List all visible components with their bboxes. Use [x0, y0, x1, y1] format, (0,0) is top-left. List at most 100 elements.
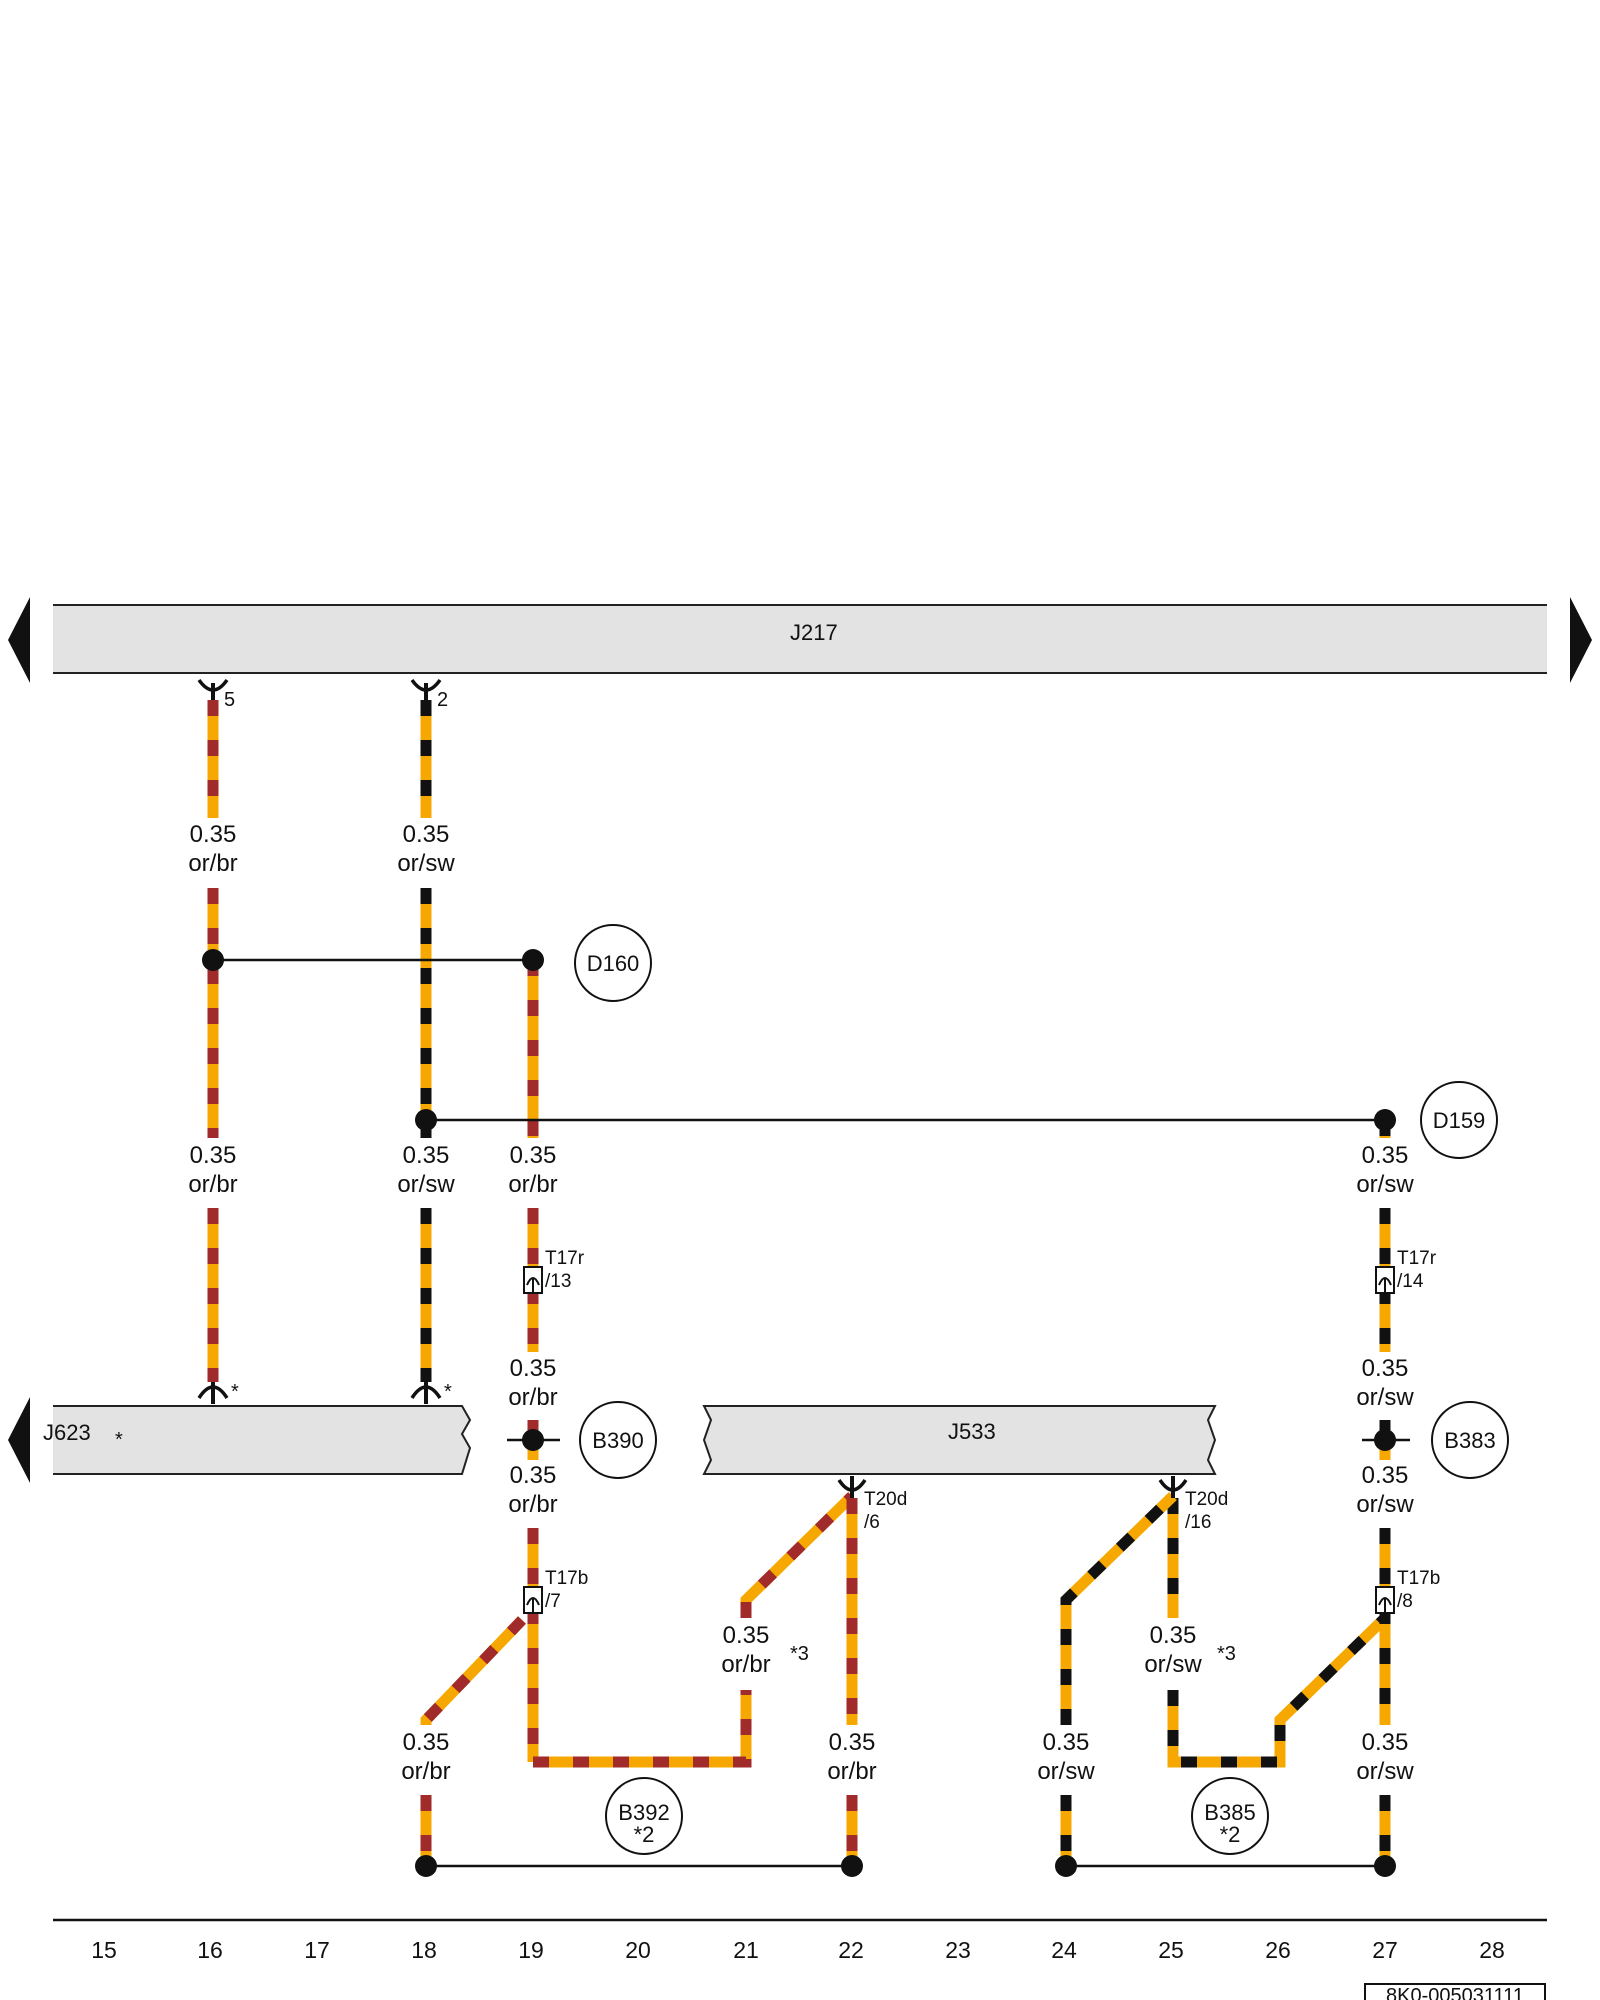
junction-b385-label: B385: [1204, 1800, 1255, 1825]
axis-tick-label: 21: [733, 1937, 759, 1963]
connector-t17r-14: [1375, 1266, 1395, 1294]
module-j623-star: *: [115, 1429, 123, 1451]
wire-color: or/sw: [1356, 1758, 1414, 1785]
t17r-14-bottom: /14: [1397, 1271, 1424, 1292]
t17b-8-top: T17b: [1397, 1568, 1440, 1589]
wire-color: or/sw: [397, 850, 455, 877]
axis-tick-label: 17: [304, 1937, 330, 1963]
wire-segment-stripe: [420, 1616, 526, 1725]
t17r-14-top: T17r: [1397, 1248, 1437, 1269]
wire-size: 0.35: [723, 1622, 770, 1649]
module-j533-label: J533: [948, 1419, 996, 1444]
junction-b390-label: B390: [592, 1428, 643, 1453]
junction-d159: D159: [1420, 1081, 1498, 1159]
connector-t17b-7: [523, 1586, 543, 1614]
document-number-box: 8K0-005031111: [1364, 1983, 1546, 2000]
page-prev-arrow[interactable]: [8, 597, 30, 683]
page-next-arrow[interactable]: [1570, 597, 1592, 683]
junction-d159-label: D159: [1433, 1108, 1486, 1133]
junction-b385: B385 *2: [1191, 1777, 1269, 1855]
wire-size: 0.35: [1043, 1729, 1090, 1756]
wire-color: or/sw: [1356, 1491, 1414, 1518]
wire-size: 0.35: [829, 1729, 876, 1756]
wire-size: 0.35: [1362, 1355, 1409, 1382]
wire-color: or/sw: [1356, 1171, 1414, 1198]
wire-color: or/br: [188, 1171, 237, 1198]
document-number: 8K0-005031111: [1386, 1985, 1524, 2000]
axis-tick-label: 24: [1051, 1937, 1077, 1963]
wire-segment-stripe: [1167, 1614, 1389, 1768]
pin-labels: 5 2 * * T20d /6 T20d /16: [224, 689, 1228, 1533]
t17b-7-bottom: /7: [545, 1591, 561, 1612]
junction-d160: D160: [574, 924, 652, 1002]
wire-labels: 0.35 or/br 0.35 or/sw 0.35 or/br 0.35 or…: [188, 821, 1414, 1785]
wire-size: 0.35: [190, 1142, 237, 1169]
junction-d160-label: D160: [587, 951, 640, 976]
j623-pin-star-a: *: [231, 1381, 239, 1403]
wire-note: *3: [1217, 1643, 1236, 1665]
t17r-13-bottom: /13: [545, 1271, 571, 1292]
wire-segment-stripe: [1060, 1492, 1177, 1725]
junction-b390: B390: [579, 1401, 657, 1479]
axis-tick-label: 25: [1158, 1937, 1184, 1963]
axis-tick-label: 18: [411, 1937, 437, 1963]
junction-b385-note: *2: [1220, 1822, 1241, 1847]
splice-lines: [213, 958, 1410, 1868]
wire-size: 0.35: [190, 821, 237, 848]
wire-size: 0.35: [1150, 1622, 1197, 1649]
wire-color: or/sw: [1356, 1384, 1414, 1411]
axis-tick-label: 22: [838, 1937, 864, 1963]
junction-b383: B383: [1431, 1401, 1509, 1479]
wire-color: or/sw: [1037, 1758, 1095, 1785]
wire-size: 0.35: [510, 1462, 557, 1489]
module-j533: J533: [702, 1405, 1217, 1475]
wire-color: or/br: [188, 850, 237, 877]
wire-color: or/br: [721, 1651, 770, 1678]
module-j623-label: J623: [43, 1420, 91, 1445]
t17r-13-top: T17r: [545, 1248, 585, 1269]
module-j217: J217: [53, 604, 1547, 674]
footer-axis: 15 16 17 18 19 20 21 22 23 24 25 26 27 28: [91, 1937, 1505, 1963]
wire-size: 0.35: [1362, 1729, 1409, 1756]
axis-tick-label: 20: [625, 1937, 651, 1963]
wire-color: or/sw: [397, 1171, 455, 1198]
axis-tick-label: 23: [945, 1937, 971, 1963]
wire-size: 0.35: [510, 1142, 557, 1169]
wire-size: 0.35: [403, 1142, 450, 1169]
axis-tick-label: 15: [91, 1937, 117, 1963]
axis-tick-label: 28: [1479, 1937, 1505, 1963]
wire-note: *3: [790, 1643, 809, 1665]
module-j623: J623 *: [43, 1405, 472, 1475]
wire-size: 0.35: [1362, 1142, 1409, 1169]
module-j217-label: J217: [790, 620, 838, 645]
j623-pin-star-b: *: [444, 1381, 452, 1403]
wire-segment-base: [1060, 1492, 1177, 1725]
wire-color: or/br: [401, 1758, 450, 1785]
axis-tick-label: 26: [1265, 1937, 1291, 1963]
wire-color: or/br: [508, 1171, 557, 1198]
wire-color: or/br: [827, 1758, 876, 1785]
junction-b392-note: *2: [634, 1822, 655, 1847]
connector-labels: T17r /13 T17r /14 T17b /7 T17b /8: [545, 1248, 1440, 1612]
splice-dots: [202, 949, 1396, 1877]
j217-pin-2: 2: [437, 689, 448, 711]
wire-size: 0.35: [1362, 1462, 1409, 1489]
axis-tick-label: 19: [518, 1937, 544, 1963]
pin-t20d-6-top: T20d: [864, 1489, 907, 1510]
wire-layer: [207, 700, 1391, 1866]
j623-prev-arrow[interactable]: [8, 1397, 30, 1483]
wire-segment-stripe: [533, 1690, 752, 1768]
wire-segment-base: [740, 1492, 856, 1618]
wire-color: or/br: [508, 1384, 557, 1411]
axis-tick-label: 27: [1372, 1937, 1398, 1963]
t17b-7-top: T17b: [545, 1568, 588, 1589]
junction-b383-label: B383: [1444, 1428, 1495, 1453]
j217-pin-5: 5: [224, 689, 235, 711]
axis-tick-label: 16: [197, 1937, 223, 1963]
pin-t20d-16-bottom: /16: [1185, 1512, 1211, 1533]
t17b-8-bottom: /8: [1397, 1591, 1413, 1612]
pin-symbols: [197, 678, 1188, 1498]
inline-connectors: [523, 1266, 1395, 1614]
connector-t17b-8: [1375, 1586, 1395, 1614]
